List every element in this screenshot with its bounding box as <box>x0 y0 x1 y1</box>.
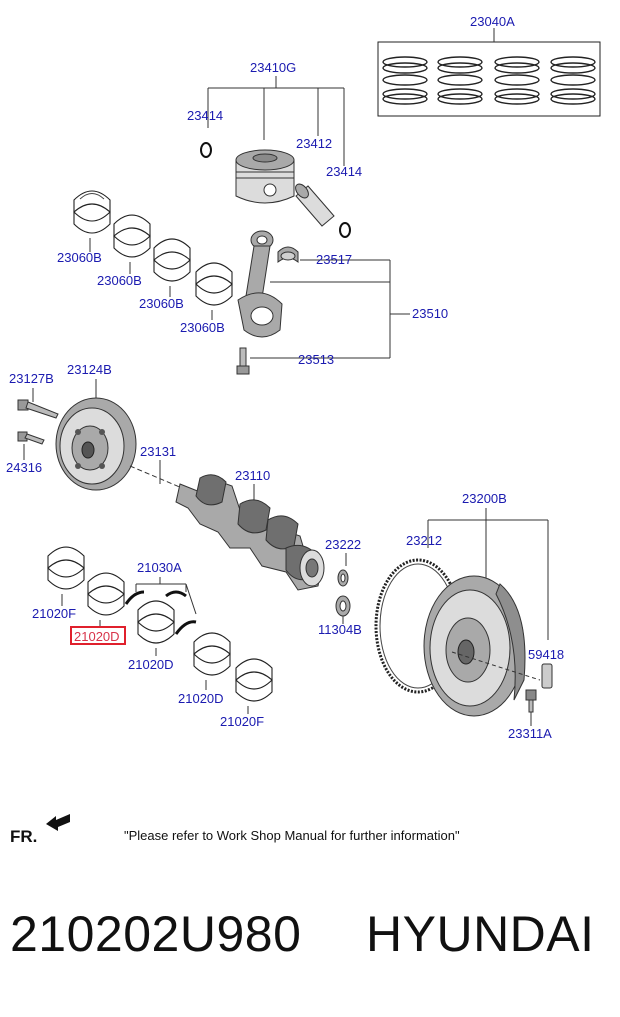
main-bearing-d3-icon[interactable] <box>193 632 231 676</box>
ring-stack-2 <box>437 56 483 105</box>
label-flywheel-assy[interactable]: 23200B <box>462 491 507 506</box>
label-rings-set[interactable]: 23040A <box>470 14 515 29</box>
main-bearing-f1-icon[interactable] <box>47 546 85 590</box>
label-damper-pulley[interactable]: 23124B <box>67 362 112 377</box>
conrod-bearing-shell-icon[interactable] <box>277 246 299 264</box>
crankshaft-icon[interactable] <box>175 474 325 591</box>
thrust-washer-1-icon[interactable] <box>124 590 145 605</box>
label-dowel-pin[interactable]: 59418 <box>528 647 564 662</box>
thrust-washer-2-icon[interactable] <box>165 590 187 598</box>
label-conrod-bearing-3[interactable]: 23060B <box>139 296 184 311</box>
label-small-bolt[interactable]: 24316 <box>6 460 42 475</box>
ring-stack-4 <box>550 56 596 105</box>
connecting-rod-icon[interactable] <box>237 230 283 338</box>
label-conrod-bearing-4[interactable]: 23060B <box>180 320 225 335</box>
conrod-bearing-3-icon[interactable] <box>153 238 191 282</box>
label-conrod-bearing-1[interactable]: 23060B <box>57 250 102 265</box>
piston-rings-set[interactable] <box>377 41 601 117</box>
conrod-bearing-4-icon[interactable] <box>195 262 233 306</box>
oil-seal-icon[interactable] <box>335 595 351 617</box>
label-snap-ring-left[interactable]: 23414 <box>187 108 223 123</box>
label-oil-seal[interactable]: 11304B <box>318 622 362 637</box>
label-pilot-bearing[interactable]: 23222 <box>325 537 361 552</box>
label-piston-pin[interactable]: 23412 <box>296 136 332 151</box>
pulley-bolt-icon[interactable] <box>17 399 59 419</box>
thrust-washer-3-icon[interactable] <box>174 620 197 635</box>
label-snap-ring-right[interactable]: 23414 <box>326 164 362 179</box>
label-flywheel-bolt[interactable]: 23311A <box>508 726 552 741</box>
highlight-box <box>70 626 126 645</box>
label-conrod-bearing-2[interactable]: 23060B <box>97 273 142 288</box>
product-caption: 210202U980 HYUNDAI <box>0 905 620 975</box>
workshop-note: "Please refer to Work Shop Manual for fu… <box>124 828 460 843</box>
part-number-caption: 210202U980 <box>10 906 302 962</box>
label-ring-gear[interactable]: 23212 <box>406 533 442 548</box>
label-crankshaft[interactable]: 23110 <box>235 468 270 483</box>
label-main-bearing-d2[interactable]: 21020D <box>128 657 174 672</box>
dowel-pin-icon[interactable] <box>541 663 553 689</box>
label-main-bearing-d-highlighted[interactable]: 21020D <box>74 629 120 644</box>
brand-caption: HYUNDAI <box>366 906 595 962</box>
small-bolt-icon[interactable] <box>17 431 45 445</box>
conrod-bearing-2-icon[interactable] <box>113 214 151 258</box>
label-crank-key[interactable]: 23131 <box>140 444 176 459</box>
label-main-bearing-d3[interactable]: 21020D <box>178 691 224 706</box>
snap-ring-left-icon[interactable] <box>200 142 212 158</box>
main-bearing-d2-icon[interactable] <box>137 600 175 644</box>
piston-pin-icon[interactable] <box>293 182 335 227</box>
label-main-bearing-f1[interactable]: 21020F <box>32 606 76 621</box>
conrod-bearing-1-icon[interactable] <box>73 190 111 234</box>
piston-icon[interactable] <box>235 149 295 204</box>
label-piston-assy[interactable]: 23410G <box>250 60 296 75</box>
label-conrod-bearing[interactable]: 23517 <box>316 252 352 267</box>
label-conrod-bolt[interactable]: 23513 <box>298 352 334 367</box>
front-direction-label: FR. <box>10 827 37 846</box>
flywheel-icon[interactable] <box>423 575 541 717</box>
ring-stack-3 <box>494 56 540 105</box>
label-main-bearing-f2[interactable]: 21020F <box>220 714 264 729</box>
label-pulley-bolt[interactable]: 23127B <box>9 371 54 386</box>
exploded-parts-diagram: 23040A 23410G 23414 23412 23414 23060B 2… <box>6 14 601 846</box>
snap-ring-right-icon[interactable] <box>339 222 351 238</box>
conrod-bolt-icon[interactable] <box>236 347 250 375</box>
damper-pulley-icon[interactable] <box>55 397 137 491</box>
pilot-bearing-icon[interactable] <box>337 569 349 587</box>
front-arrow-icon <box>46 814 70 831</box>
main-bearing-f2-icon[interactable] <box>235 658 273 702</box>
label-thrust-washer-set[interactable]: 21030A <box>137 560 182 575</box>
flywheel-bolt-icon[interactable] <box>525 689 537 713</box>
ring-stack-1 <box>382 56 428 105</box>
label-conrod-assy[interactable]: 23510 <box>412 306 448 321</box>
main-bearing-d-highlighted-icon[interactable] <box>87 572 125 616</box>
